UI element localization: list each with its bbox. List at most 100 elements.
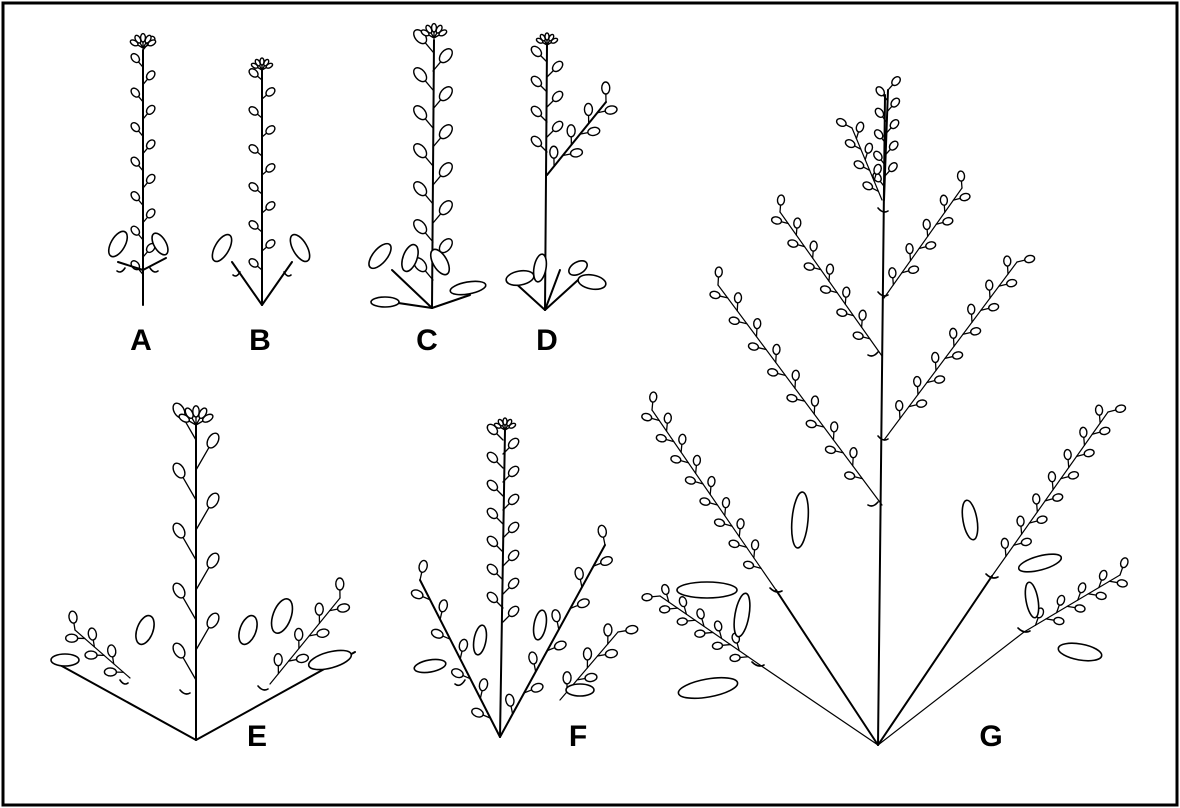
spikelet — [751, 540, 759, 551]
leaf-blade — [371, 297, 399, 307]
panel-label-e: E — [247, 720, 267, 753]
spikelet — [85, 651, 97, 659]
pedicel — [681, 444, 682, 452]
spikelet — [957, 171, 965, 182]
spikelet — [659, 605, 670, 613]
pedicel — [829, 274, 830, 281]
spikelet — [850, 448, 858, 458]
pedicel — [710, 487, 711, 495]
spikelet — [985, 280, 993, 290]
spikelet — [664, 413, 672, 424]
spikelet — [604, 624, 612, 636]
spikelet — [567, 125, 575, 137]
spikelet — [923, 219, 931, 230]
pedicel — [652, 402, 653, 410]
leaf-blade — [51, 654, 79, 666]
leaf-blade — [677, 582, 737, 598]
pedicel — [1021, 526, 1022, 534]
spikelet — [66, 634, 78, 642]
spikelet — [811, 396, 819, 406]
pedicel — [652, 596, 660, 597]
pedicel — [862, 320, 863, 327]
pedicel — [667, 423, 668, 431]
spikelet — [1048, 471, 1056, 482]
spikelet — [793, 218, 801, 229]
spikelet — [842, 287, 850, 298]
spikelet — [792, 370, 800, 380]
spikelet — [859, 310, 867, 321]
spikelet — [1017, 516, 1025, 527]
pedicel — [927, 229, 928, 236]
pedicel — [944, 205, 945, 212]
pedicel — [1099, 415, 1100, 423]
spikelet — [642, 593, 653, 601]
spikelet — [940, 195, 948, 206]
panel-label-f: F — [569, 720, 587, 753]
pedicel — [780, 205, 781, 212]
pedicel — [754, 550, 755, 558]
spikelet — [678, 434, 686, 445]
spikelet — [649, 392, 657, 403]
spikelet — [906, 243, 914, 254]
pedicel — [687, 620, 695, 621]
pedicel — [1084, 437, 1085, 445]
spikelet — [295, 628, 303, 640]
spikelet — [737, 518, 745, 529]
spikelet — [1095, 405, 1103, 416]
pedicel — [705, 632, 713, 633]
panel-label-g: G — [979, 720, 1002, 753]
spikelet — [949, 328, 957, 338]
pedicel — [1037, 504, 1038, 512]
spikelet — [1079, 427, 1087, 438]
spikelet — [336, 578, 344, 590]
pedicel — [1005, 548, 1006, 556]
pedicel — [910, 254, 911, 261]
spikelet — [693, 455, 701, 466]
panel-label-d: D — [536, 324, 558, 357]
spikelet — [1032, 494, 1040, 505]
spikelet — [730, 654, 741, 662]
spikelet — [830, 422, 838, 432]
pedicel — [1068, 460, 1069, 468]
spikelet — [695, 630, 706, 638]
spikelet — [315, 603, 323, 615]
spikelet — [753, 318, 761, 328]
spikelet — [913, 376, 921, 386]
spikelet — [1064, 449, 1072, 460]
pedicel — [696, 465, 697, 473]
spikelet — [826, 264, 834, 275]
spikelet — [1001, 538, 1009, 549]
spikelet — [967, 304, 975, 314]
pedicel — [961, 181, 962, 188]
spikelet — [707, 476, 715, 487]
spikelet — [584, 103, 592, 115]
pedicel — [739, 529, 740, 537]
pedicel — [1052, 482, 1053, 490]
pedicel — [722, 645, 730, 646]
spikelet — [715, 267, 723, 277]
spikelet — [677, 618, 688, 626]
spikelet — [722, 497, 730, 508]
spikelet — [810, 241, 818, 252]
panel-label-a: A — [130, 324, 152, 357]
spikelet — [931, 352, 939, 362]
spikelet — [1003, 256, 1011, 266]
pedicel — [813, 251, 814, 258]
spikelet — [104, 668, 116, 676]
pedicel — [670, 608, 678, 609]
spikelet — [550, 146, 558, 158]
pedicel — [893, 278, 894, 285]
spikelet — [895, 400, 903, 410]
pedicel — [845, 297, 846, 304]
spikelet — [734, 293, 742, 303]
pedicel — [740, 657, 748, 658]
spikelet — [602, 82, 610, 94]
pedicel — [796, 228, 797, 235]
spikelet — [777, 195, 785, 206]
pedicel — [725, 508, 726, 516]
spikelet — [274, 654, 282, 666]
panel-label-c: C — [416, 324, 438, 357]
panel-label-b: B — [249, 324, 271, 357]
spikelet — [563, 672, 571, 684]
